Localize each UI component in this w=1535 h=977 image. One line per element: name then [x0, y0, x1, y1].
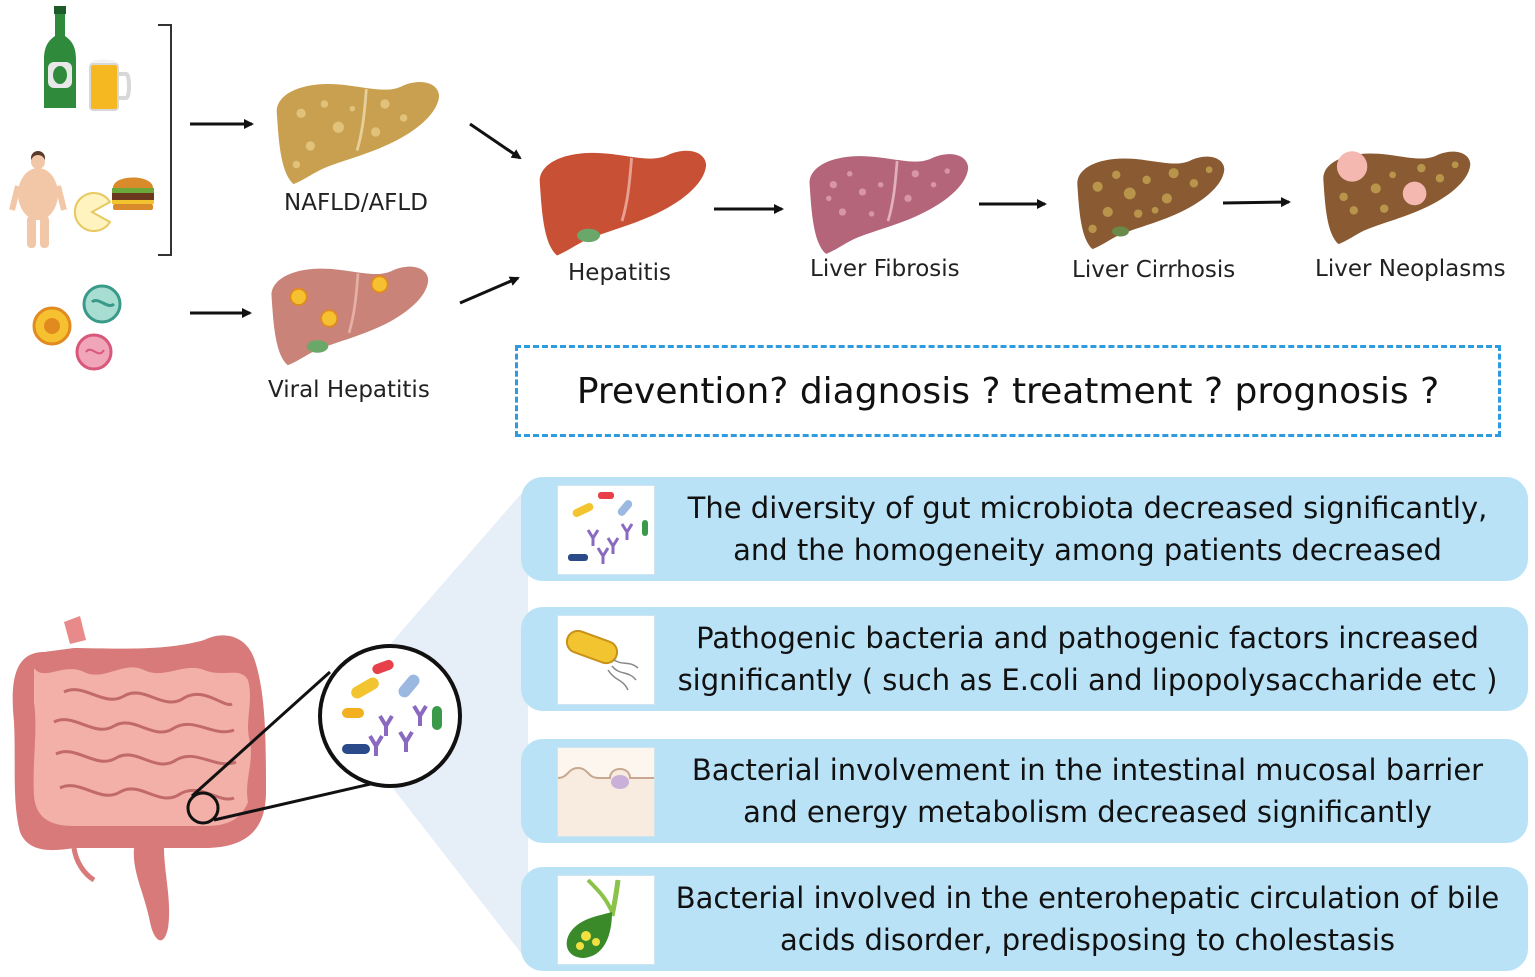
label-viral-hepatitis: Viral Hepatitis — [268, 377, 430, 403]
finding-line-1: Pathogenic bacteria and pathogenic facto… — [696, 621, 1479, 655]
finding-line-2: and the homogeneity among patients decre… — [733, 533, 1442, 567]
intestine-icon — [12, 616, 267, 941]
bracket — [158, 24, 172, 256]
finding-line-2: significantly ( such as E.coli and lipop… — [677, 663, 1498, 697]
finding-card-mucosal-barrier: Bacterial involvement in the intestinal … — [521, 739, 1528, 843]
bacteria-icon — [557, 485, 655, 575]
virus-icon — [32, 284, 122, 371]
beer-bottle-icon — [44, 6, 76, 108]
finding-line-1: The diversity of gut microbiota decrease… — [687, 491, 1488, 525]
finding-line-2: acids disorder, predisposing to cholesta… — [779, 923, 1396, 957]
label-hepatitis: Hepatitis — [568, 260, 671, 286]
finding-card-pathogenic-bacteria: Pathogenic bacteria and pathogenic facto… — [521, 607, 1528, 711]
finding-card-bile-acids: Bacterial involved in the enterohepatic … — [521, 867, 1528, 971]
beer-mug-icon — [89, 59, 131, 111]
question-box: Prevention? diagnosis ? treatment ? prog… — [515, 345, 1501, 437]
finding-line-1: Bacterial involved in the enterohepatic … — [675, 881, 1500, 915]
finding-card-microbiota-diversity: The diversity of gut microbiota decrease… — [521, 477, 1528, 581]
pizza-icon — [73, 192, 112, 232]
label-liver-cirrhosis: Liver Cirrhosis — [1072, 257, 1236, 283]
finding-text: The diversity of gut microbiota decrease… — [661, 477, 1514, 581]
viral-liver-icon — [271, 266, 429, 366]
gallbladder-icon — [557, 875, 655, 965]
finding-text: Pathogenic bacteria and pathogenic facto… — [661, 607, 1514, 711]
microbiota-icon — [342, 659, 442, 756]
e-coli-icon — [557, 615, 655, 705]
finding-line-2: and energy metabolism decreased signific… — [743, 795, 1432, 829]
burger-icon — [112, 177, 154, 210]
neoplasm-liver-icon — [1323, 151, 1471, 245]
label-nafld: NAFLD/AFLD — [284, 190, 428, 216]
fibrosis-liver-icon — [809, 154, 969, 254]
mucosa-icon — [557, 747, 655, 837]
label-liver-neoplasms: Liver Neoplasms — [1315, 256, 1506, 282]
label-liver-fibrosis: Liver Fibrosis — [810, 256, 960, 282]
cirrhosis-liver-icon — [1077, 156, 1225, 250]
hepatitis-liver-icon — [539, 150, 707, 256]
finding-line-1: Bacterial involvement in the intestinal … — [691, 753, 1484, 787]
finding-text: Bacterial involvement in the intestinal … — [661, 739, 1514, 843]
finding-text: Bacterial involved in the enterohepatic … — [661, 867, 1514, 971]
fatty-liver-icon — [276, 81, 440, 185]
obese-person-icon — [9, 151, 67, 248]
